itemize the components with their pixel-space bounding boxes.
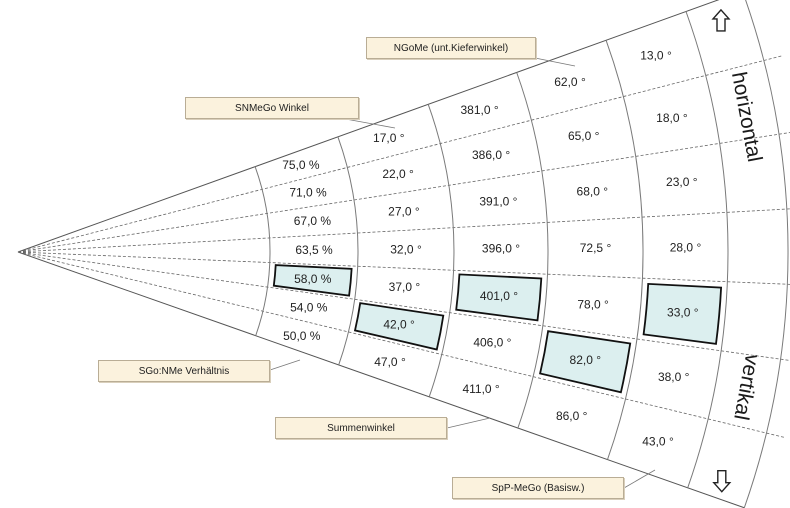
column-boundary-arc [516, 72, 549, 429]
top-edge-ray [17, 0, 720, 253]
cell-value: 63,5 % [295, 243, 333, 257]
cell-value: 13,0 ° [640, 49, 672, 63]
highlight-cell-sgo-nme-ratio [272, 264, 353, 297]
cell-value: 42,0 ° [383, 318, 415, 332]
cell-value: 62,0 ° [554, 75, 586, 89]
grid-lines [17, 0, 790, 508]
cell-value: 68,0 ° [577, 185, 609, 199]
highlight-cell-spp-mego [642, 282, 723, 345]
label-snmego: SNMeGo Winkel [185, 97, 359, 119]
cell-value: 406,0 ° [473, 336, 511, 350]
label-snmego-leader [339, 117, 396, 129]
cell-value: 396,0 ° [482, 242, 520, 256]
down-arrow-icon [712, 470, 732, 493]
cell-value: 411,0 ° [462, 382, 499, 396]
cell-value: 58,0 % [294, 272, 332, 286]
highlight-cell-snmego-angle [353, 302, 445, 351]
row-divider-ray [17, 55, 782, 253]
highlight-cell-summenwinkel [455, 273, 543, 322]
label-ngome-leader [534, 57, 576, 67]
side-word-horizontal: horizontal [727, 70, 766, 164]
cell-value: 78,0 ° [577, 297, 609, 311]
side-word-vertikal: vertikal [729, 352, 764, 422]
label-ngome: NGoMe (unt.Kieferwinkel) [366, 37, 536, 59]
column-boundary-arc [254, 166, 271, 336]
up-arrow-icon [711, 8, 731, 32]
cell-value: 47,0 ° [374, 355, 406, 369]
cell-value: 72,5 ° [580, 241, 612, 255]
cell-value: 67,0 % [294, 214, 332, 228]
label-summenwinkel-leader [446, 417, 491, 429]
cell-value: 23,0 ° [666, 175, 698, 189]
cell-value: 82,0 ° [570, 353, 602, 367]
label-sgo-nme-leader [269, 359, 301, 371]
row-divider-ray [17, 251, 790, 361]
cell-value: 50,0 % [283, 329, 321, 343]
row-divider-ray [17, 251, 790, 285]
highlight-cell-ngome [539, 330, 632, 394]
cell-value: 381,0 ° [461, 103, 499, 117]
cell-value: 71,0 % [289, 186, 327, 200]
row-divider-ray [17, 208, 790, 253]
cell-value: 22,0 ° [382, 167, 414, 181]
label-spp-mego: SpP-MeGo (Basisw.) [452, 477, 624, 499]
cell-value: 65,0 ° [568, 129, 600, 143]
cell-value: 401,0 ° [480, 289, 518, 303]
cell-values: 75,0 % 71,0 % 67,0 % 63,5 % 58,0 % 54,0 % 50,0… [282, 49, 701, 449]
column-boundary-arc [685, 11, 729, 488]
column-boundary-arc [337, 136, 359, 366]
cell-value: 391,0 ° [479, 195, 517, 209]
label-spp-mego-leader [623, 469, 656, 489]
cell-value: 86,0 ° [556, 409, 588, 423]
cell-value: 17,0 ° [373, 131, 405, 145]
cell-value: 386,0 ° [472, 148, 510, 162]
cell-value: 33,0 ° [667, 306, 699, 320]
cell-value: 43,0 ° [642, 435, 674, 449]
column-boundary-arc [605, 40, 644, 460]
cell-value: 54,0 % [290, 301, 328, 315]
cell-value: 18,0 ° [656, 111, 688, 125]
column-boundary-arc [427, 104, 455, 397]
row-divider-ray [17, 132, 790, 253]
cell-value: 37,0 ° [389, 280, 421, 294]
cell-value: 27,0 ° [388, 204, 420, 218]
highlight-cells [272, 264, 723, 394]
column-boundary-arc [743, 0, 789, 508]
cell-value: 32,0 ° [390, 242, 422, 256]
cell-value: 75,0 % [282, 158, 320, 172]
bottom-edge-ray [17, 251, 745, 508]
row-divider-ray [17, 251, 784, 438]
label-sgo-nme: SGo:NMe Verhältnis [98, 360, 270, 382]
cell-value: 28,0 ° [670, 240, 702, 254]
label-summenwinkel: Summenwinkel [275, 417, 447, 439]
cell-value: 38,0 ° [658, 370, 690, 384]
